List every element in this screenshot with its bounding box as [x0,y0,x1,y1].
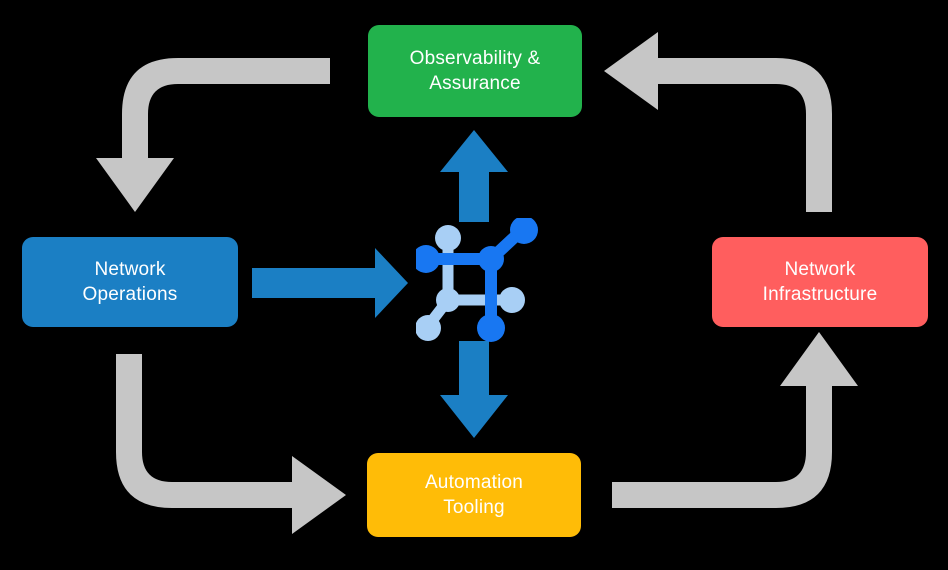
node-network-operations[interactable]: Network Operations [22,237,238,327]
network-icon-primary-nodes [416,218,538,342]
network-icon-secondary-nodes [416,225,525,341]
node-automation-tooling[interactable]: Automation Tooling [367,453,581,537]
node-network-infrastructure[interactable]: Network Infrastructure [712,237,928,327]
arrow-operations-to-automation [116,354,346,534]
node-observability-assurance[interactable]: Observability & Assurance [368,25,582,117]
arrow-automation-to-infrastructure [612,332,858,508]
arrow-center-to-automation [440,341,508,438]
arrow-center-to-observability [440,130,508,222]
network-topology-icon [416,218,538,342]
arrow-observability-to-operations [96,58,330,212]
arrow-infrastructure-to-observability [604,32,832,212]
arrow-operations-to-center [252,248,408,318]
